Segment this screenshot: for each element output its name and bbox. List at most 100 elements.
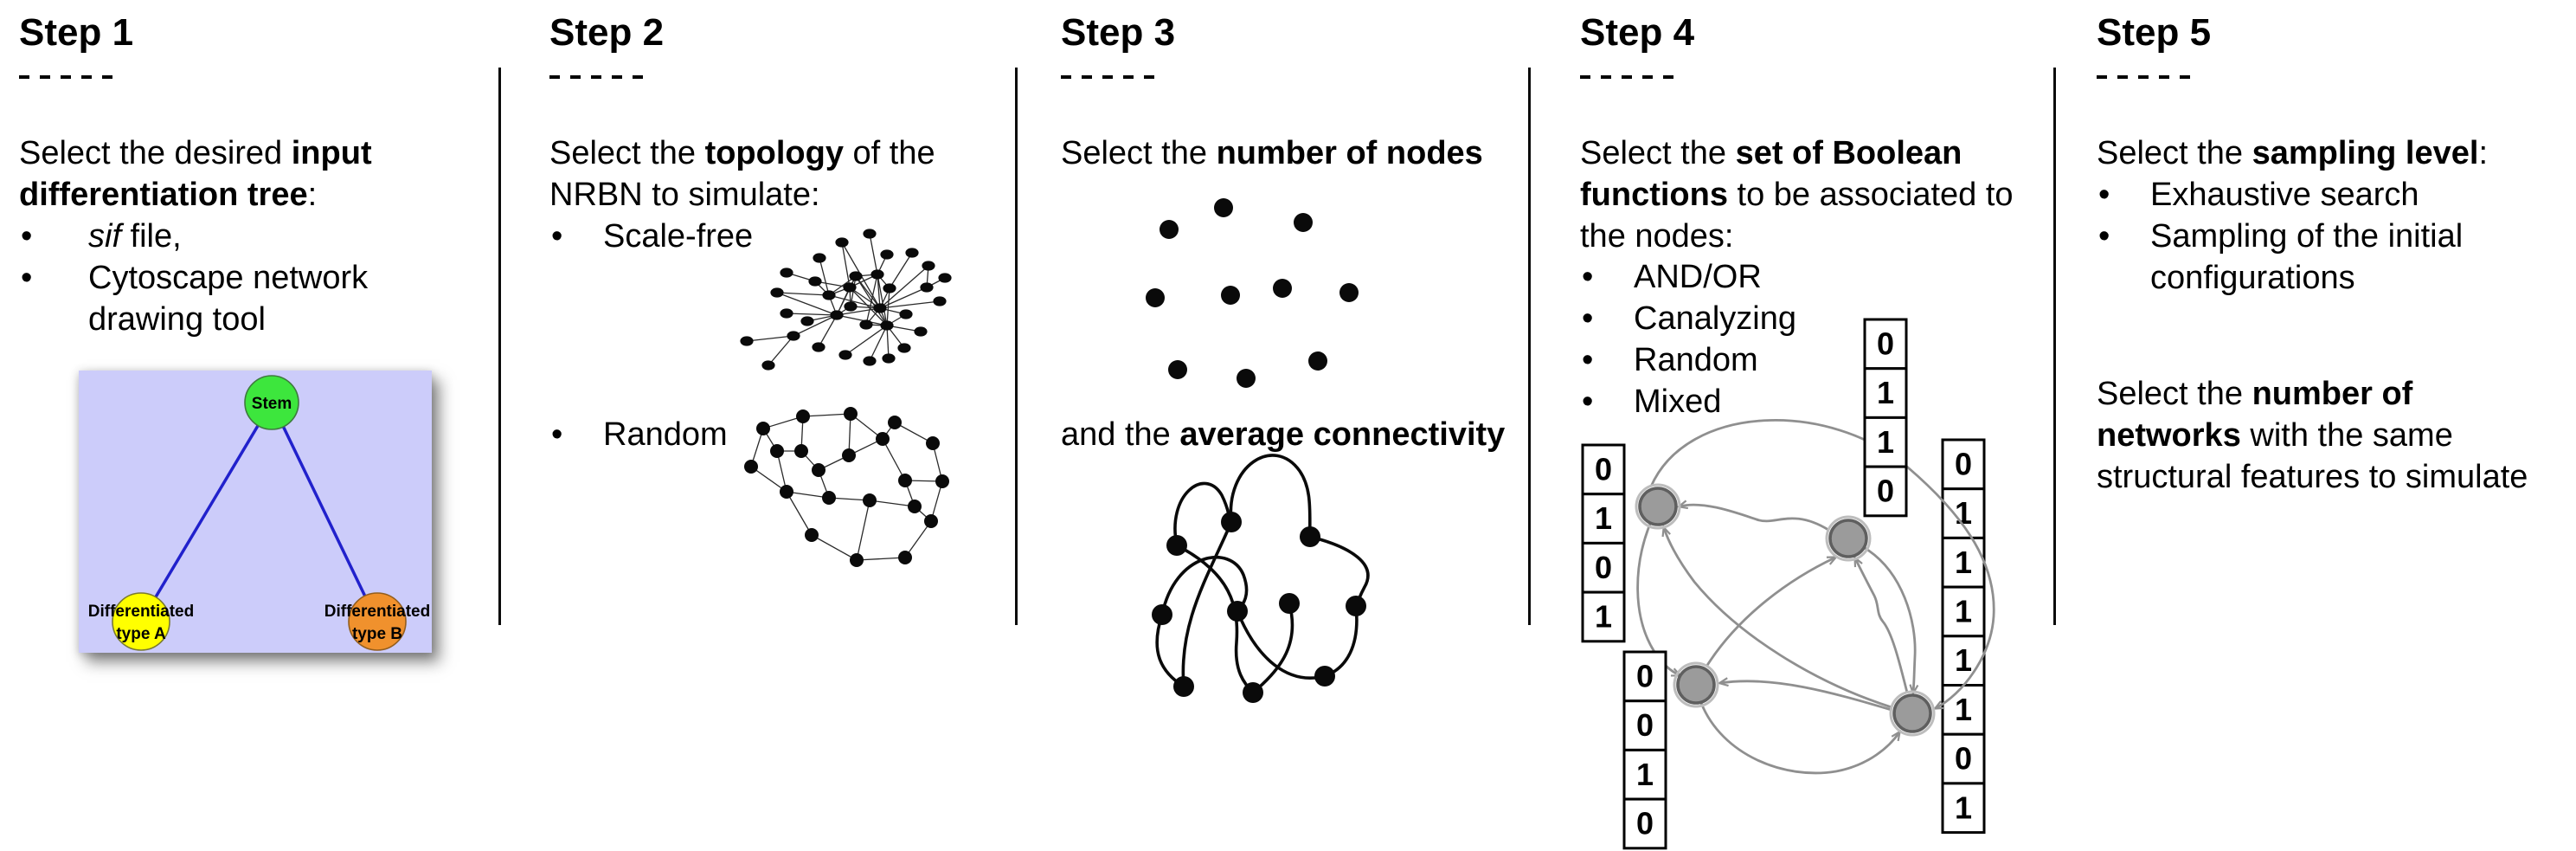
bullet-text: Exhaustive search <box>2150 174 2463 216</box>
text-line: differentiation tree: <box>19 174 372 216</box>
scalefree-edge <box>855 275 881 309</box>
connectivity-curve <box>1323 604 1359 678</box>
table-cell-value: 0 <box>1877 326 1894 361</box>
text-segment: set of Boolean <box>1735 135 1963 171</box>
scalefree-edge <box>786 313 838 316</box>
text-segment: Select the <box>1580 135 1736 171</box>
edge-A-to-D <box>1649 419 1995 710</box>
scalefree-node <box>761 360 775 371</box>
random-node <box>794 444 808 458</box>
random-node <box>924 514 938 528</box>
gene-node-halo <box>1673 661 1719 708</box>
text-segment: sampling level <box>2252 135 2479 171</box>
node-dot <box>1237 369 1256 388</box>
scalefree-node <box>870 269 884 280</box>
node-dot <box>1279 593 1300 614</box>
connectivity-curve <box>1160 555 1249 616</box>
edge-B-to-A <box>1676 500 1829 532</box>
node-dot <box>1314 666 1335 687</box>
text-segment: : <box>307 177 318 213</box>
node-dot <box>1221 286 1240 305</box>
scalefree-node <box>780 308 793 319</box>
text-segment: topology <box>704 135 844 171</box>
text-segment: Select the desired <box>19 135 292 171</box>
gene-node-halo <box>1635 483 1681 530</box>
scalefree-node <box>880 249 894 260</box>
connectivity-curve <box>1236 609 1327 680</box>
text-line: configurations <box>2150 257 2463 299</box>
connectivity-tangle-figure <box>1138 454 1389 723</box>
scalefree-node <box>859 319 873 330</box>
bullet-text: AND/OR <box>1634 256 1796 298</box>
node-dot <box>1214 198 1233 217</box>
random-edge <box>848 413 851 456</box>
random-node <box>926 436 940 450</box>
node-dot <box>1227 601 1248 622</box>
connectivity-curve <box>1155 613 1185 688</box>
bullet-marker: • <box>2098 218 2110 255</box>
step-4-title: Step 4 <box>1580 11 1695 54</box>
bullet-item: •Random <box>1580 339 1796 381</box>
edge-D-to-B <box>1853 555 1909 693</box>
bullet-marker: • <box>21 218 33 255</box>
scalefree-node <box>844 301 858 312</box>
text-line: networks with the same <box>2097 415 2528 456</box>
scalefree-edge <box>879 300 941 309</box>
bullet-text: Canalyzing <box>1634 298 1796 339</box>
scalefree-node <box>813 253 826 263</box>
scalefree-node <box>933 296 947 306</box>
table-cell-value: 0 <box>1595 550 1612 585</box>
table-cell-value: 0 <box>1636 707 1654 743</box>
scalefree-edge <box>768 335 794 366</box>
step-1-title: Step 1 <box>19 11 134 54</box>
random-edge <box>802 413 851 417</box>
text-segment: the nodes: <box>1580 218 1734 255</box>
scalefree-edge <box>793 314 838 337</box>
scalefree-node <box>843 282 857 293</box>
scalefree-edge <box>869 325 888 362</box>
text-segment: structural features to simulate <box>2097 459 2528 495</box>
text-segment: differentiation tree <box>19 177 308 213</box>
random-node <box>908 500 922 513</box>
text-segment: number of <box>2252 376 2413 412</box>
scalefree-node <box>899 309 913 319</box>
table-cell <box>1622 748 1667 801</box>
text-line: NRBN to simulate: <box>549 174 935 216</box>
random-node <box>898 474 912 487</box>
text-segment: Random <box>1634 342 1758 378</box>
random-edge <box>856 557 906 561</box>
text-line: Select the number of nodes <box>1061 132 1483 174</box>
table-cell-value: 0 <box>1955 741 1972 777</box>
scalefree-node <box>882 353 896 364</box>
text-segment: Canalyzing <box>1634 300 1796 337</box>
gene-node-A <box>1638 487 1678 526</box>
text-segment: Select the <box>2097 376 2252 412</box>
text-line: drawing tool <box>88 299 368 340</box>
node-dot <box>1294 213 1313 232</box>
bullet-marker: • <box>551 218 563 255</box>
node-dot <box>1300 526 1320 547</box>
random-node <box>863 493 877 507</box>
step-4-bullet-list-2: •AND/OR•Canalyzing•Random•Mixed <box>1580 256 1796 422</box>
type-b-label: Differentiated <box>324 603 430 621</box>
table-cell-value: 1 <box>1955 593 1972 629</box>
tree-edge <box>270 402 379 622</box>
scalefree-node <box>835 237 849 248</box>
random-node <box>822 491 836 505</box>
random-edge <box>786 491 813 536</box>
type-a-label: type A <box>116 625 166 643</box>
node-dot <box>1243 682 1263 703</box>
text-line: Mixed <box>1634 381 1796 422</box>
text-segment: file, <box>121 218 182 255</box>
edge-B-to-D <box>1864 546 1919 696</box>
scalefree-node <box>863 229 877 239</box>
table-cell-value: 0 <box>1877 473 1894 508</box>
random-edge <box>776 450 787 493</box>
